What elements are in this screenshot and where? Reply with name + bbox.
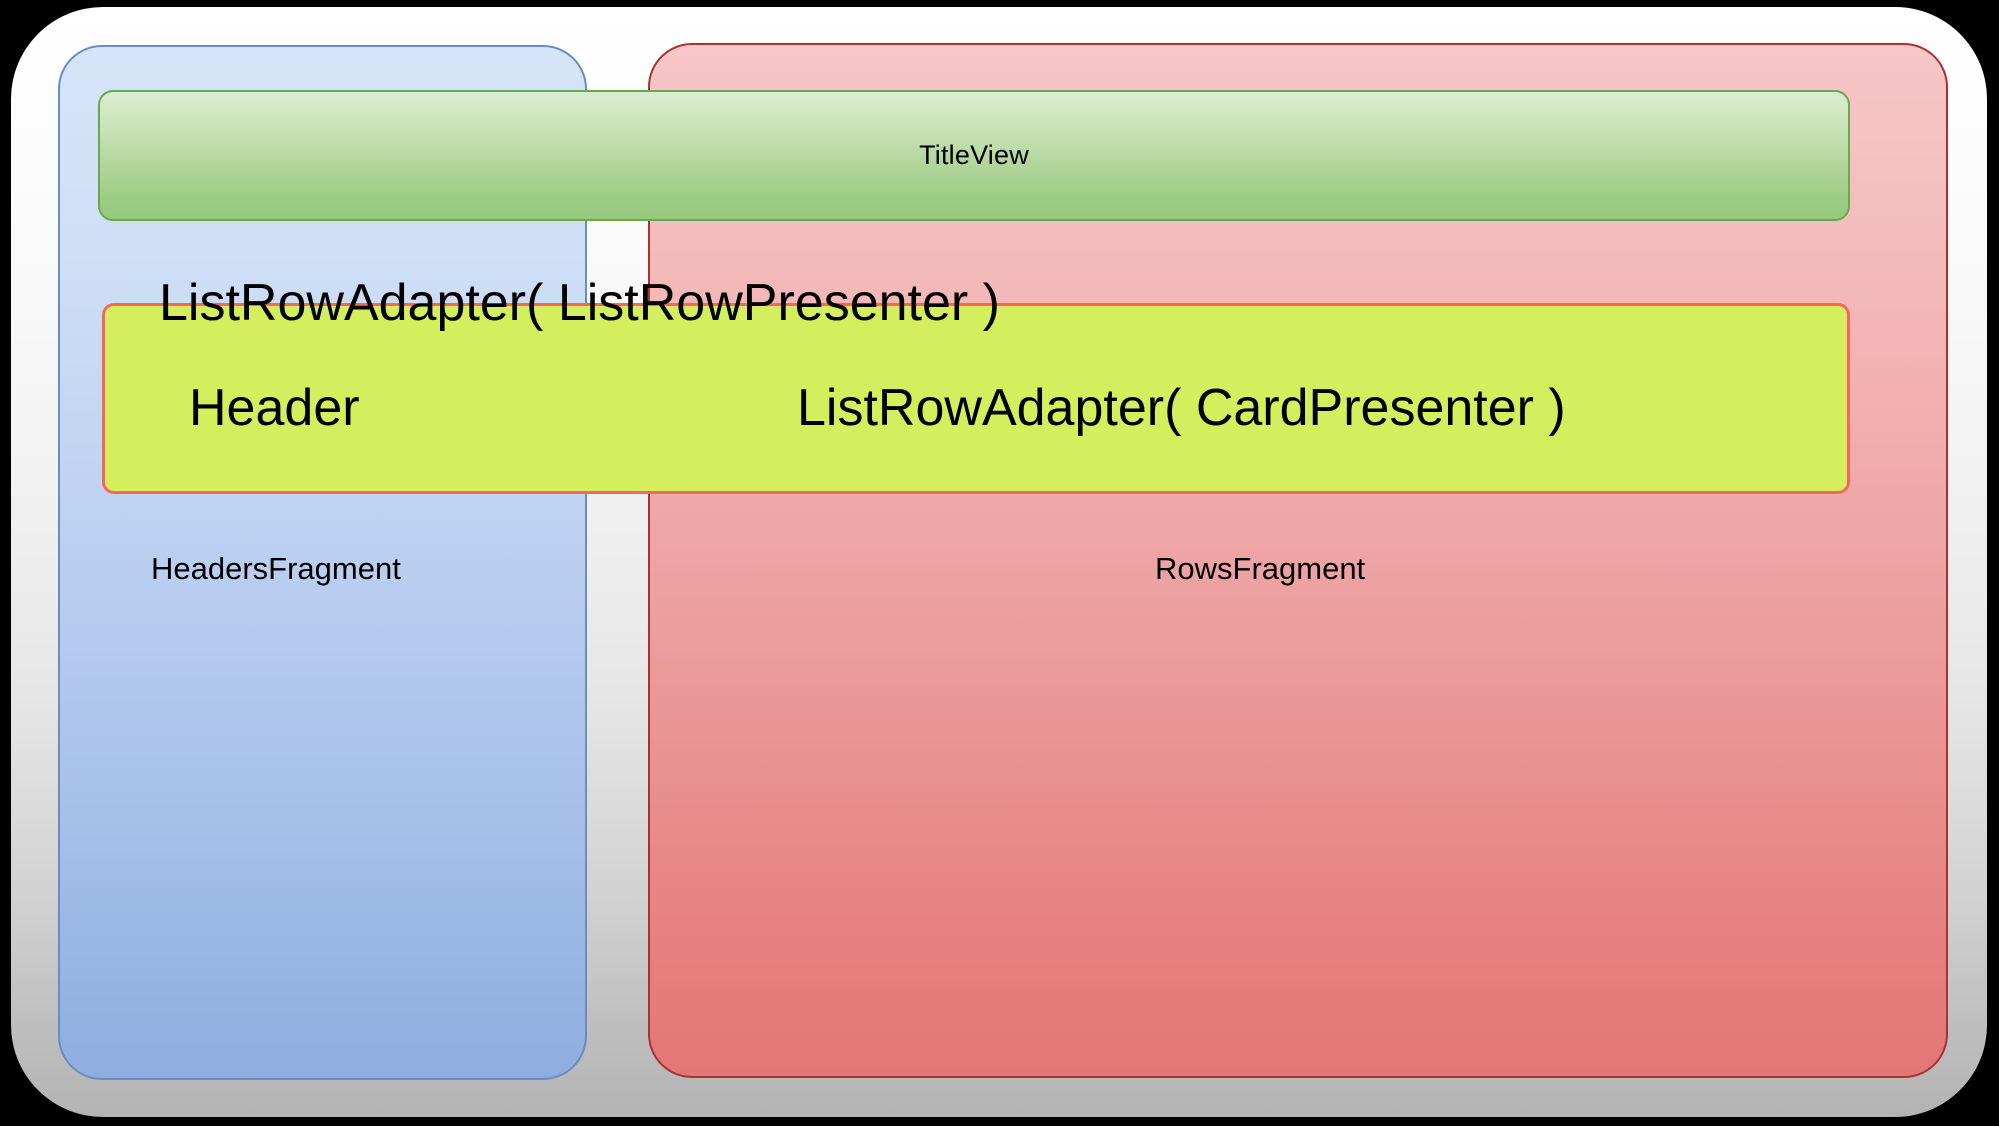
list-row-adapter-box[interactable] bbox=[102, 303, 1850, 494]
list-row-adapter-listrowpresenter-label: ListRowAdapter( ListRowPresenter ) bbox=[159, 274, 1000, 332]
browse-fragment-frame: TitleView ListRowAdapter( ListRowPresent… bbox=[11, 7, 1987, 1117]
headers-fragment-label: HeadersFragment bbox=[151, 551, 401, 586]
title-view-box[interactable]: TitleView bbox=[98, 90, 1850, 221]
header-label: Header bbox=[189, 379, 360, 437]
rows-fragment-label: RowsFragment bbox=[1155, 551, 1366, 586]
title-view-label: TitleView bbox=[919, 140, 1029, 170]
list-row-adapter-cardpresenter-label: ListRowAdapter( CardPresenter ) bbox=[797, 379, 1566, 437]
